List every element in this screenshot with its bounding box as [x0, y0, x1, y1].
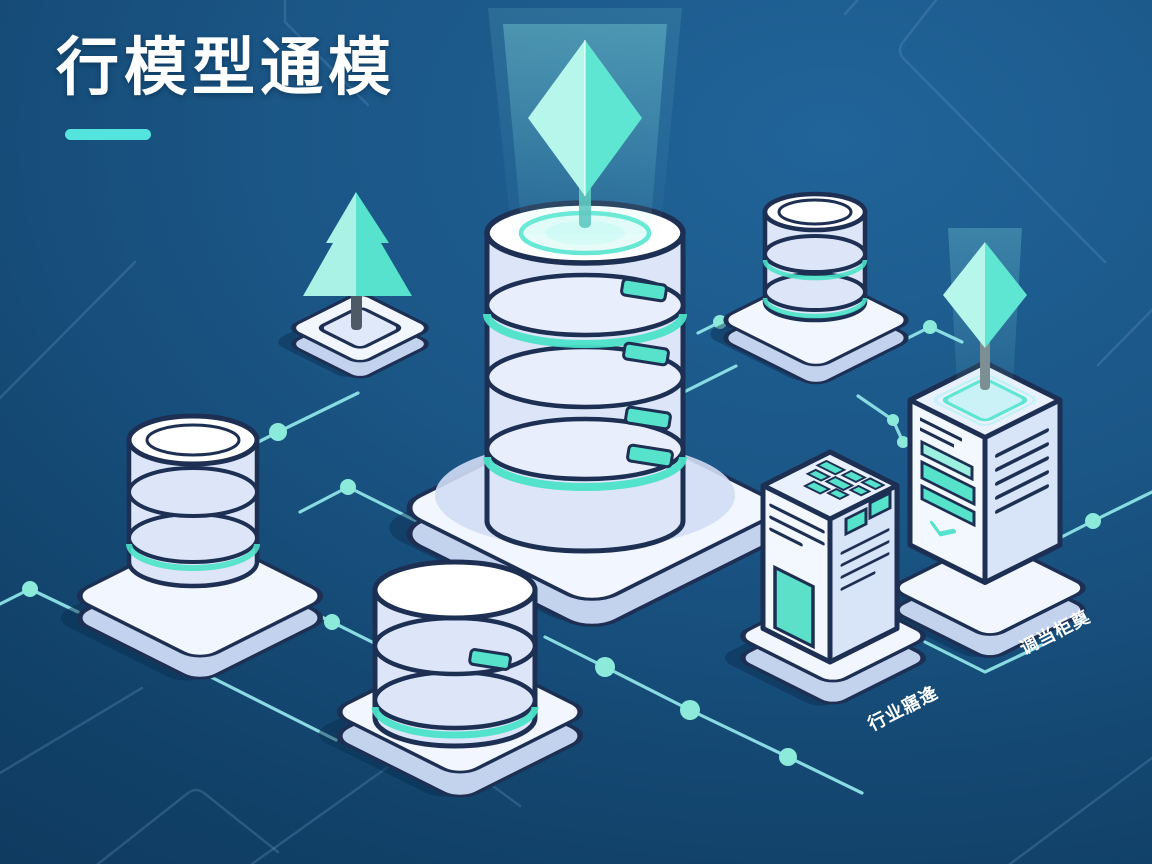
database-indicator-chip [468, 648, 512, 671]
database-central [389, 8, 778, 627]
building-window [844, 506, 868, 537]
building-front-details [769, 503, 825, 650]
tree-platform [278, 192, 429, 379]
database-top-right [710, 191, 909, 385]
title-block: 行模型通模 [56, 33, 396, 141]
database-bottom [319, 559, 583, 798]
platform-top [894, 540, 1086, 636]
tower-outline [907, 360, 1063, 585]
building-door [773, 564, 815, 650]
title-underline [65, 129, 151, 141]
tower-indicator-bars [920, 417, 976, 537]
database-left [61, 413, 323, 681]
diamond-crystal-icon [985, 242, 1027, 348]
pine-tree-icon [356, 192, 412, 296]
database-indicator-chips [620, 277, 674, 469]
crystal-stem [980, 330, 990, 390]
diamond-crystal-icon [528, 40, 585, 196]
server-building [725, 449, 926, 706]
pine-tree-icon [303, 192, 356, 296]
building-side-details [840, 490, 892, 591]
server-tower [878, 228, 1086, 658]
page-title: 行模型通模 [56, 33, 396, 103]
building-outline [760, 449, 900, 665]
building-platform-label: 行业寤逄 [863, 681, 941, 735]
diamond-crystal-icon [943, 242, 985, 348]
diamond-crystal-icon [585, 40, 642, 196]
building-window [868, 490, 892, 521]
tower-vent-stripes [995, 428, 1049, 514]
roof-circuit-windows [802, 459, 886, 501]
check-icon [930, 520, 956, 537]
